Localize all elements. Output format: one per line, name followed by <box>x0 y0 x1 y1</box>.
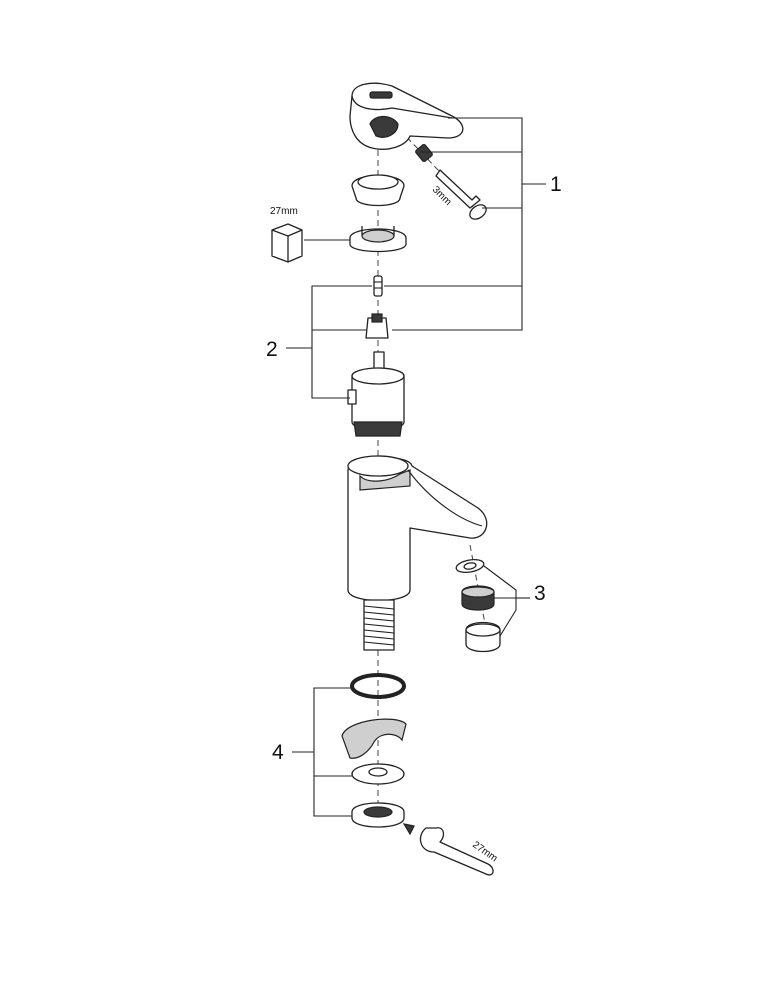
callout-2: 2 <box>266 338 278 361</box>
thread-line <box>363 605 395 610</box>
cartridge-adapter <box>365 313 389 339</box>
aerator-housing <box>465 621 501 653</box>
callout-1-leaders <box>384 117 546 331</box>
set-screw <box>415 143 433 163</box>
thread-line <box>363 641 395 646</box>
aerator-insert <box>461 585 495 611</box>
callout-4-leaders <box>292 687 352 817</box>
mounting-nut <box>351 802 405 828</box>
thread-line <box>363 617 395 622</box>
thread-line <box>363 623 395 628</box>
cartridge <box>347 351 405 437</box>
thread-line <box>363 611 395 616</box>
washer <box>351 763 405 785</box>
callout-3: 3 <box>534 582 546 605</box>
cartridge-screw <box>373 275 383 297</box>
allen-key: 3mm <box>430 169 481 209</box>
spout-body <box>347 455 488 602</box>
o-ring-seal <box>350 673 406 699</box>
aerator-washer <box>455 558 485 574</box>
lever-handle <box>349 82 464 150</box>
thread-line <box>363 635 395 640</box>
threaded-shank <box>363 599 395 651</box>
callout-4: 4 <box>272 741 284 764</box>
cover-ring <box>351 174 405 207</box>
callout-3-leaders <box>483 565 530 637</box>
spanner-tool: 27mm <box>402 823 499 876</box>
socket-tool: 27mm <box>270 206 350 263</box>
retaining-nut <box>349 226 407 253</box>
socket-size-label: 27mm <box>270 206 298 217</box>
thread-line <box>363 629 395 634</box>
callout-1: 1 <box>550 173 562 196</box>
callout-2-leaders <box>286 285 372 399</box>
brand-plate <box>369 91 393 99</box>
horseshoe-gasket <box>341 718 407 759</box>
